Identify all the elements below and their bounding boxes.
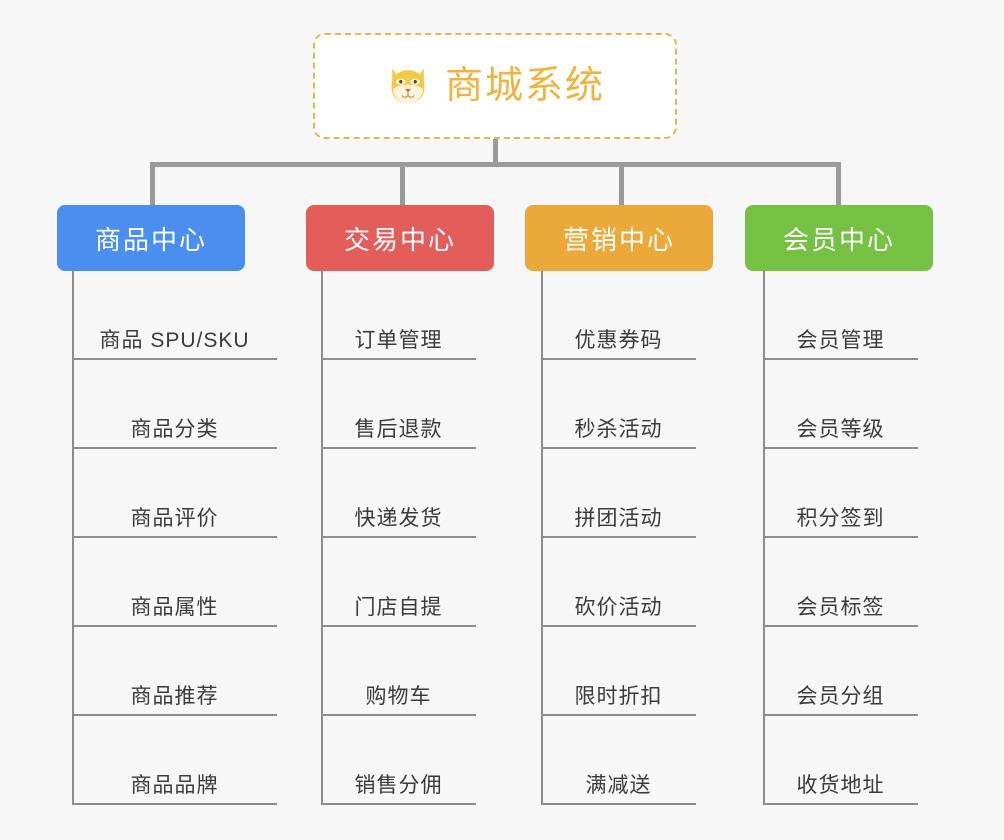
leaf-item-label: 商品品牌	[130, 774, 219, 797]
category-title: 商品中心	[94, 224, 207, 255]
leaf-item[interactable]: 商品 SPU/SKU	[72, 271, 277, 360]
leaf-column-trade-center: 订单管理 售后退款 快递发货 门店自提 购物车 销售分佣	[321, 271, 476, 805]
leaf-item-label: 快递发货	[354, 507, 443, 530]
leaf-item-label: 优惠券码	[574, 329, 663, 352]
leaf-item-label: 会员标签	[796, 596, 885, 619]
shiba-dog-face-icon	[391, 68, 425, 104]
leaf-item-label: 购物车	[365, 685, 432, 708]
leaf-item-label: 会员管理	[796, 329, 885, 352]
leaf-item-label: 拼团活动	[574, 507, 663, 530]
category-box-member-center[interactable]: 会员中心	[745, 205, 933, 271]
category-box-product-center[interactable]: 商品中心	[57, 205, 245, 271]
leaf-item[interactable]: 商品品牌	[72, 716, 277, 805]
leaf-item-label: 积分签到	[796, 507, 885, 530]
leaf-item[interactable]: 积分签到	[763, 449, 918, 538]
leaf-item[interactable]: 拼团活动	[541, 449, 696, 538]
category-box-trade-center[interactable]: 交易中心	[306, 205, 494, 271]
leaf-column-product-center: 商品 SPU/SKU 商品分类 商品评价 商品属性 商品推荐 商品品牌	[72, 271, 277, 805]
leaf-item-label: 商品评价	[130, 507, 219, 530]
connector-drop-3	[619, 162, 624, 207]
leaf-item[interactable]: 会员标签	[763, 538, 918, 627]
leaf-trunk-line	[321, 271, 323, 805]
leaf-item-label: 会员分组	[796, 685, 885, 708]
leaf-item[interactable]: 商品分类	[72, 360, 277, 449]
leaf-item[interactable]: 满减送	[541, 716, 696, 805]
leaf-item-label: 会员等级	[796, 418, 885, 441]
leaf-item-label: 商品分类	[130, 418, 219, 441]
connector-drop-2	[400, 162, 405, 207]
leaf-item-label: 限时折扣	[574, 685, 663, 708]
category-title: 交易中心	[343, 224, 456, 255]
leaf-item[interactable]: 会员管理	[763, 271, 918, 360]
connector-drop-4	[836, 162, 841, 207]
leaf-item[interactable]: 秒杀活动	[541, 360, 696, 449]
root-node-title: 商城系统	[444, 65, 605, 107]
leaf-item[interactable]: 售后退款	[321, 360, 476, 449]
connector-horizontal-bar	[150, 162, 840, 167]
leaf-item[interactable]: 商品属性	[72, 538, 277, 627]
leaf-item[interactable]: 订单管理	[321, 271, 476, 360]
leaf-item-label: 满减送	[585, 774, 652, 797]
leaf-column-member-center: 会员管理 会员等级 积分签到 会员标签 会员分组 收货地址	[763, 271, 918, 805]
leaf-item-label: 商品属性	[130, 596, 219, 619]
leaf-item-label: 秒杀活动	[574, 418, 663, 441]
category-title: 营销中心	[562, 224, 675, 255]
leaf-item-label: 销售分佣	[354, 774, 443, 797]
leaf-item-label: 商品 SPU/SKU	[99, 329, 250, 352]
leaf-trunk-line	[541, 271, 543, 805]
leaf-item[interactable]: 砍价活动	[541, 538, 696, 627]
category-box-marketing-center[interactable]: 营销中心	[525, 205, 713, 271]
leaf-item[interactable]: 优惠券码	[541, 271, 696, 360]
leaf-item-label: 砍价活动	[574, 596, 663, 619]
leaf-trunk-line	[72, 271, 74, 805]
category-title: 会员中心	[782, 224, 895, 255]
leaf-item[interactable]: 商品评价	[72, 449, 277, 538]
leaf-item[interactable]: 快递发货	[321, 449, 476, 538]
root-node-shop-system[interactable]: 商城系统	[313, 33, 677, 139]
leaf-item[interactable]: 限时折扣	[541, 627, 696, 716]
leaf-item-label: 订单管理	[354, 329, 443, 352]
connector-root-stem	[493, 139, 498, 164]
leaf-item-label: 门店自提	[354, 596, 443, 619]
leaf-item-label: 收货地址	[796, 774, 885, 797]
leaf-item[interactable]: 销售分佣	[321, 716, 476, 805]
connector-drop-1	[150, 162, 155, 207]
leaf-item-label: 商品推荐	[130, 685, 219, 708]
leaf-column-marketing-center: 优惠券码 秒杀活动 拼团活动 砍价活动 限时折扣 满减送	[541, 271, 696, 805]
leaf-item[interactable]: 会员分组	[763, 627, 918, 716]
leaf-item[interactable]: 购物车	[321, 627, 476, 716]
leaf-item[interactable]: 会员等级	[763, 360, 918, 449]
leaf-item[interactable]: 收货地址	[763, 716, 918, 805]
leaf-item[interactable]: 门店自提	[321, 538, 476, 627]
leaf-trunk-line	[763, 271, 765, 805]
leaf-item-label: 售后退款	[354, 418, 443, 441]
leaf-item[interactable]: 商品推荐	[72, 627, 277, 716]
